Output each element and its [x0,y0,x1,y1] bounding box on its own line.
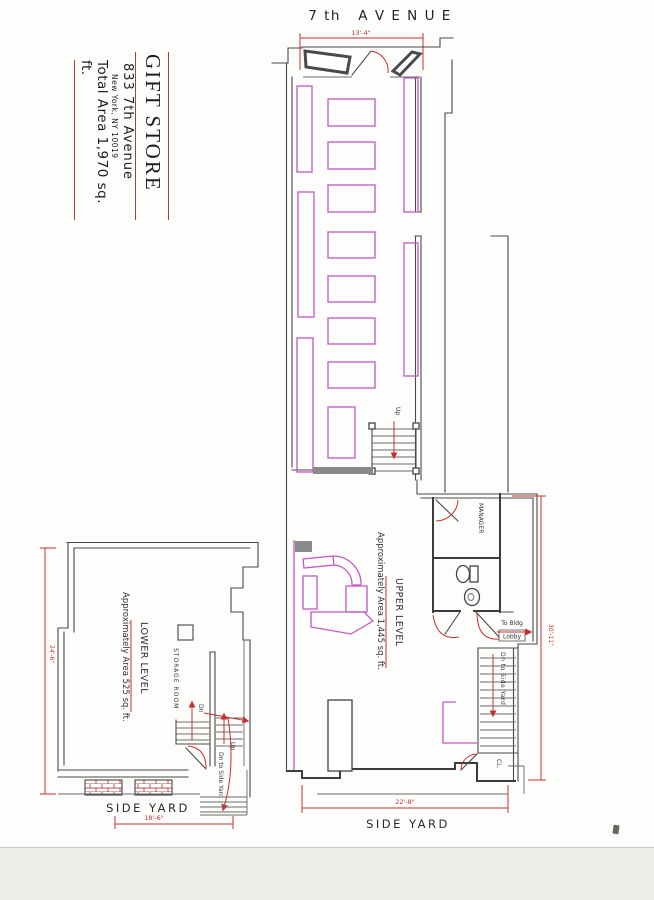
manager-label: MANAGER [477,503,484,533]
sink-icon [463,587,481,607]
toilet-icon [455,564,471,584]
manager-office: MANAGER [432,493,501,613]
lower-side-yard-label: SIDE YARD [106,801,190,815]
store-city: New York, NY 10019 [110,74,119,159]
display-fixtures [293,77,477,770]
closet: CL. [460,752,518,771]
store-address: 833 7th Avenue [120,63,135,180]
lower-level-title: LOWER LEVEL [138,622,149,694]
areaway-window [134,779,173,796]
retail-stairs: Up [368,407,420,475]
total-area: Total Area 1,970 sq. ft. [74,60,110,220]
title-block: GIFT STORE 833 7th Avenue New York, NY 1… [74,52,169,220]
cashier-counter [302,555,375,635]
upper-side-yard-label: SIDE YARD [366,817,450,831]
column [177,624,194,641]
lower-depth-dim: 24'-6" [48,645,55,663]
entry-door [351,50,372,76]
up-label: Up [394,407,401,415]
scan-smudge [612,824,620,835]
lower-width-dim: 18'-6" [144,814,164,822]
dn-side-yard-label: Dn to Side Yard [499,652,506,705]
street-label: 7 th A V E N U E [308,8,452,24]
lower-walls [57,541,259,815]
closet-label: CL. [495,759,502,769]
side-yard-steps [58,793,247,816]
stair-partition [209,651,216,767]
front-width-dim: 13'-4" [351,29,371,37]
rear-width-dim: 22'-8" [395,798,415,806]
lower-level-area: Approximately Area 525 sq. ft. [120,592,130,722]
storefront-dimension: 13'-4" [299,29,424,70]
storage-room-label: STORAGE ROOM [172,648,179,709]
lobby-corridor: To Bldg Lobby [497,620,533,642]
storefront [271,37,454,78]
rear-section-walls [286,479,538,795]
rear-depth-dim: 30'-11" [547,624,554,646]
lower-level-plan: Dn Up Dn to Side Yard Approximately Area… [40,541,259,829]
scan-edge [0,847,654,900]
upper-level-area: Approximately Area 1,445 sq. ft. [375,532,385,670]
display-window-left [303,49,352,75]
threshold [295,541,312,552]
bathroom [432,557,501,640]
store-name: GIFT STORE [135,52,169,220]
upper-level-plan: 13'-4" [271,29,554,831]
areaway-window [84,779,123,796]
display-window-right [390,50,423,77]
upper-level-title: UPPER LEVEL [393,578,404,647]
threshold [313,467,373,474]
up-label-lower: Up [229,742,236,750]
rear-stairs: Dn to Side Yard [477,611,518,754]
building-exterior [444,59,509,493]
to-bldg-label: To Bldg [500,620,523,627]
dn-label: Dn [197,704,204,713]
lower-dimensions: 24'-6" 18'-6" [40,547,234,829]
lower-stairs: Dn Up Dn to Side Yard [175,700,250,812]
toilet-tank [469,565,479,583]
upper-dimensions: 22'-8" 30'-11" [301,495,554,813]
lobby-label: Lobby [503,634,522,641]
stair-shaft [327,699,353,772]
dn-side-yard-label-lower: Dn to Side Yard [217,752,224,798]
